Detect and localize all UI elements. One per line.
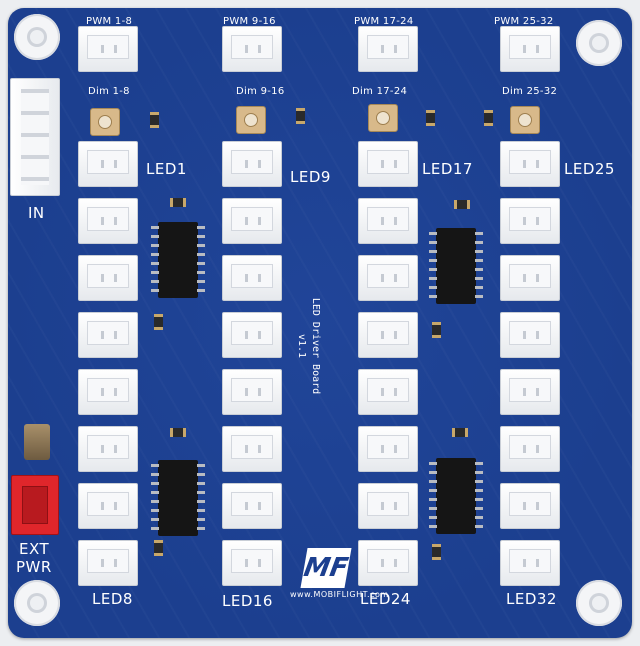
pwr-label: PWR — [16, 558, 52, 576]
smd-resistor — [296, 108, 305, 124]
led-connector — [78, 426, 138, 472]
dim-potentiometer — [236, 106, 266, 134]
ext-power-connector — [11, 475, 59, 535]
led-connector — [358, 426, 418, 472]
led-connector — [358, 483, 418, 529]
smd-capacitor — [154, 540, 163, 556]
led-connector — [358, 198, 418, 244]
pwm-connector — [358, 26, 418, 72]
smd-capacitor — [452, 428, 468, 437]
smd-capacitor — [170, 198, 186, 207]
dim-potentiometer — [90, 108, 120, 136]
mobiflight-logo: MF — [300, 548, 352, 588]
led-connector — [358, 312, 418, 358]
input-connector — [10, 78, 60, 196]
mounting-hole-top-right — [576, 20, 622, 66]
led-connector — [358, 255, 418, 301]
smd-capacitor — [454, 200, 470, 209]
led-connector — [78, 141, 138, 187]
led-label-bottom: LED24 — [360, 590, 411, 608]
led-connector — [78, 198, 138, 244]
smd-capacitor — [154, 314, 163, 330]
led-label-bottom: LED32 — [506, 590, 557, 608]
led-connector — [222, 369, 282, 415]
led-connector — [222, 426, 282, 472]
led-connector — [222, 483, 282, 529]
mounting-hole-top-left — [14, 14, 60, 60]
led-label-top: LED25 — [564, 160, 615, 178]
led-connector — [78, 483, 138, 529]
led-connector — [500, 255, 560, 301]
led-connector — [78, 255, 138, 301]
in-label: IN — [28, 204, 45, 222]
pwm-label: PWM 17-24 — [354, 16, 414, 27]
led-connector — [358, 141, 418, 187]
led-connector — [500, 312, 560, 358]
pcb-board: IN EXT PWR PWM 1-8 Dim 1-8 PWM 9-16 Dim … — [8, 8, 632, 638]
dim-label: Dim 17-24 — [352, 86, 408, 97]
mobiflight-url: www.MOBIFLIGHT.com — [290, 590, 389, 599]
led-connector — [500, 426, 560, 472]
led-connector — [500, 540, 560, 586]
mounting-hole-bottom-left — [14, 580, 60, 626]
led-connector — [222, 312, 282, 358]
dim-label: Dim 25-32 — [502, 86, 558, 97]
led-connector — [500, 198, 560, 244]
led-connector — [500, 483, 560, 529]
ext-label: EXT — [19, 540, 50, 558]
pwm-label: PWM 25-32 — [494, 16, 554, 27]
led-connector — [222, 540, 282, 586]
smd-capacitor — [170, 428, 186, 437]
led-label-bottom: LED8 — [92, 590, 133, 608]
led-connector — [222, 141, 282, 187]
led-connector — [500, 369, 560, 415]
led-label-top: LED17 — [422, 160, 473, 178]
smd-resistor — [426, 110, 435, 126]
dim-potentiometer — [368, 104, 398, 132]
electrolytic-capacitor — [24, 424, 50, 460]
led-label-bottom: LED16 — [222, 592, 273, 610]
smd-resistor — [150, 112, 159, 128]
board-title-line-1: LED Driver Board — [310, 297, 321, 395]
led-label-top: LED9 — [290, 168, 331, 186]
led-label-top: LED1 — [146, 160, 187, 178]
dim-label: Dim 1-8 — [88, 86, 130, 97]
dim-potentiometer — [510, 106, 540, 134]
led-connector — [222, 198, 282, 244]
smd-resistor — [484, 110, 493, 126]
mounting-hole-bottom-right — [576, 580, 622, 626]
smd-capacitor — [432, 544, 441, 560]
pwm-connector — [500, 26, 560, 72]
driver-ic — [429, 458, 483, 534]
pwm-label: PWM 9-16 — [223, 16, 276, 27]
driver-ic — [429, 228, 483, 304]
board-title-line-2: v1.1 — [296, 333, 307, 359]
dim-label: Dim 9-16 — [236, 86, 285, 97]
driver-ic — [151, 222, 205, 298]
board-title: LED Driver Board v1.1 — [294, 298, 322, 394]
led-connector — [500, 141, 560, 187]
led-connector — [222, 255, 282, 301]
pwm-label: PWM 1-8 — [86, 16, 133, 27]
driver-ic — [151, 460, 205, 536]
led-connector — [78, 540, 138, 586]
led-connector — [78, 369, 138, 415]
led-connector — [358, 540, 418, 586]
pwm-connector — [78, 26, 138, 72]
led-connector — [78, 312, 138, 358]
led-connector — [358, 369, 418, 415]
smd-capacitor — [432, 322, 441, 338]
pwm-connector — [222, 26, 282, 72]
